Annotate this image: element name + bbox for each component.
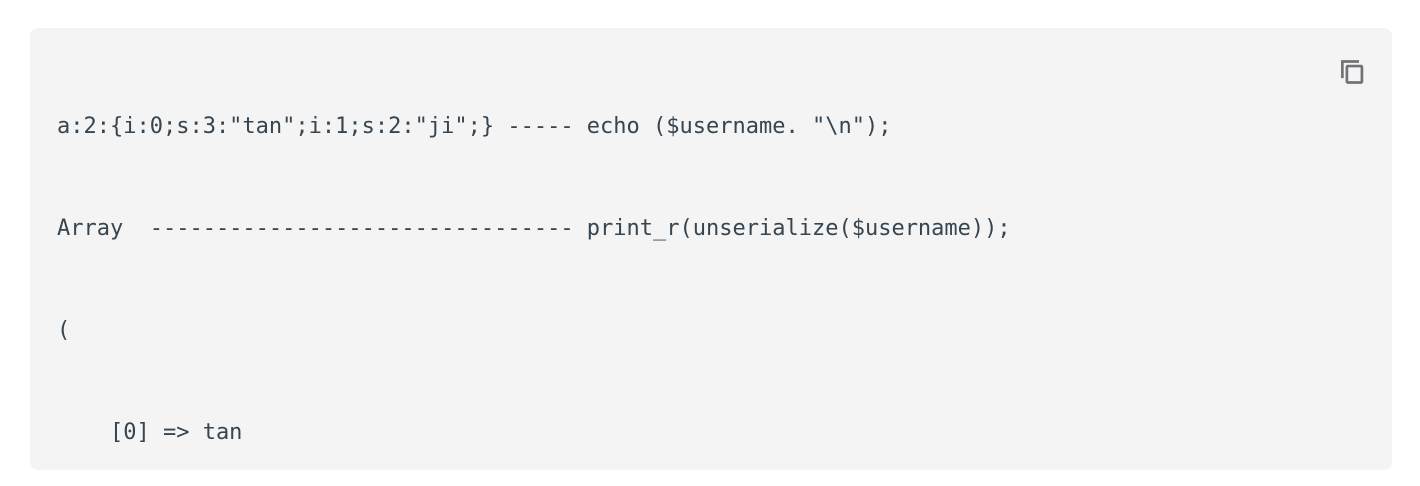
copy-code-button[interactable] <box>1326 46 1378 98</box>
code-block: a:2:{i:0;s:3:"tan";i:1;s:2:"ji";} ----- … <box>30 28 1392 470</box>
copy-icon <box>1335 55 1369 89</box>
code-line: a:2:{i:0;s:3:"tan";i:1;s:2:"ji";} ----- … <box>57 114 892 139</box>
code-content: a:2:{i:0;s:3:"tan";i:1;s:2:"ji";} ----- … <box>57 42 1322 470</box>
code-line: [0] => tan <box>57 420 243 445</box>
code-line: ( <box>57 318 71 343</box>
code-line: Array -------------------------------- p… <box>57 216 1011 241</box>
